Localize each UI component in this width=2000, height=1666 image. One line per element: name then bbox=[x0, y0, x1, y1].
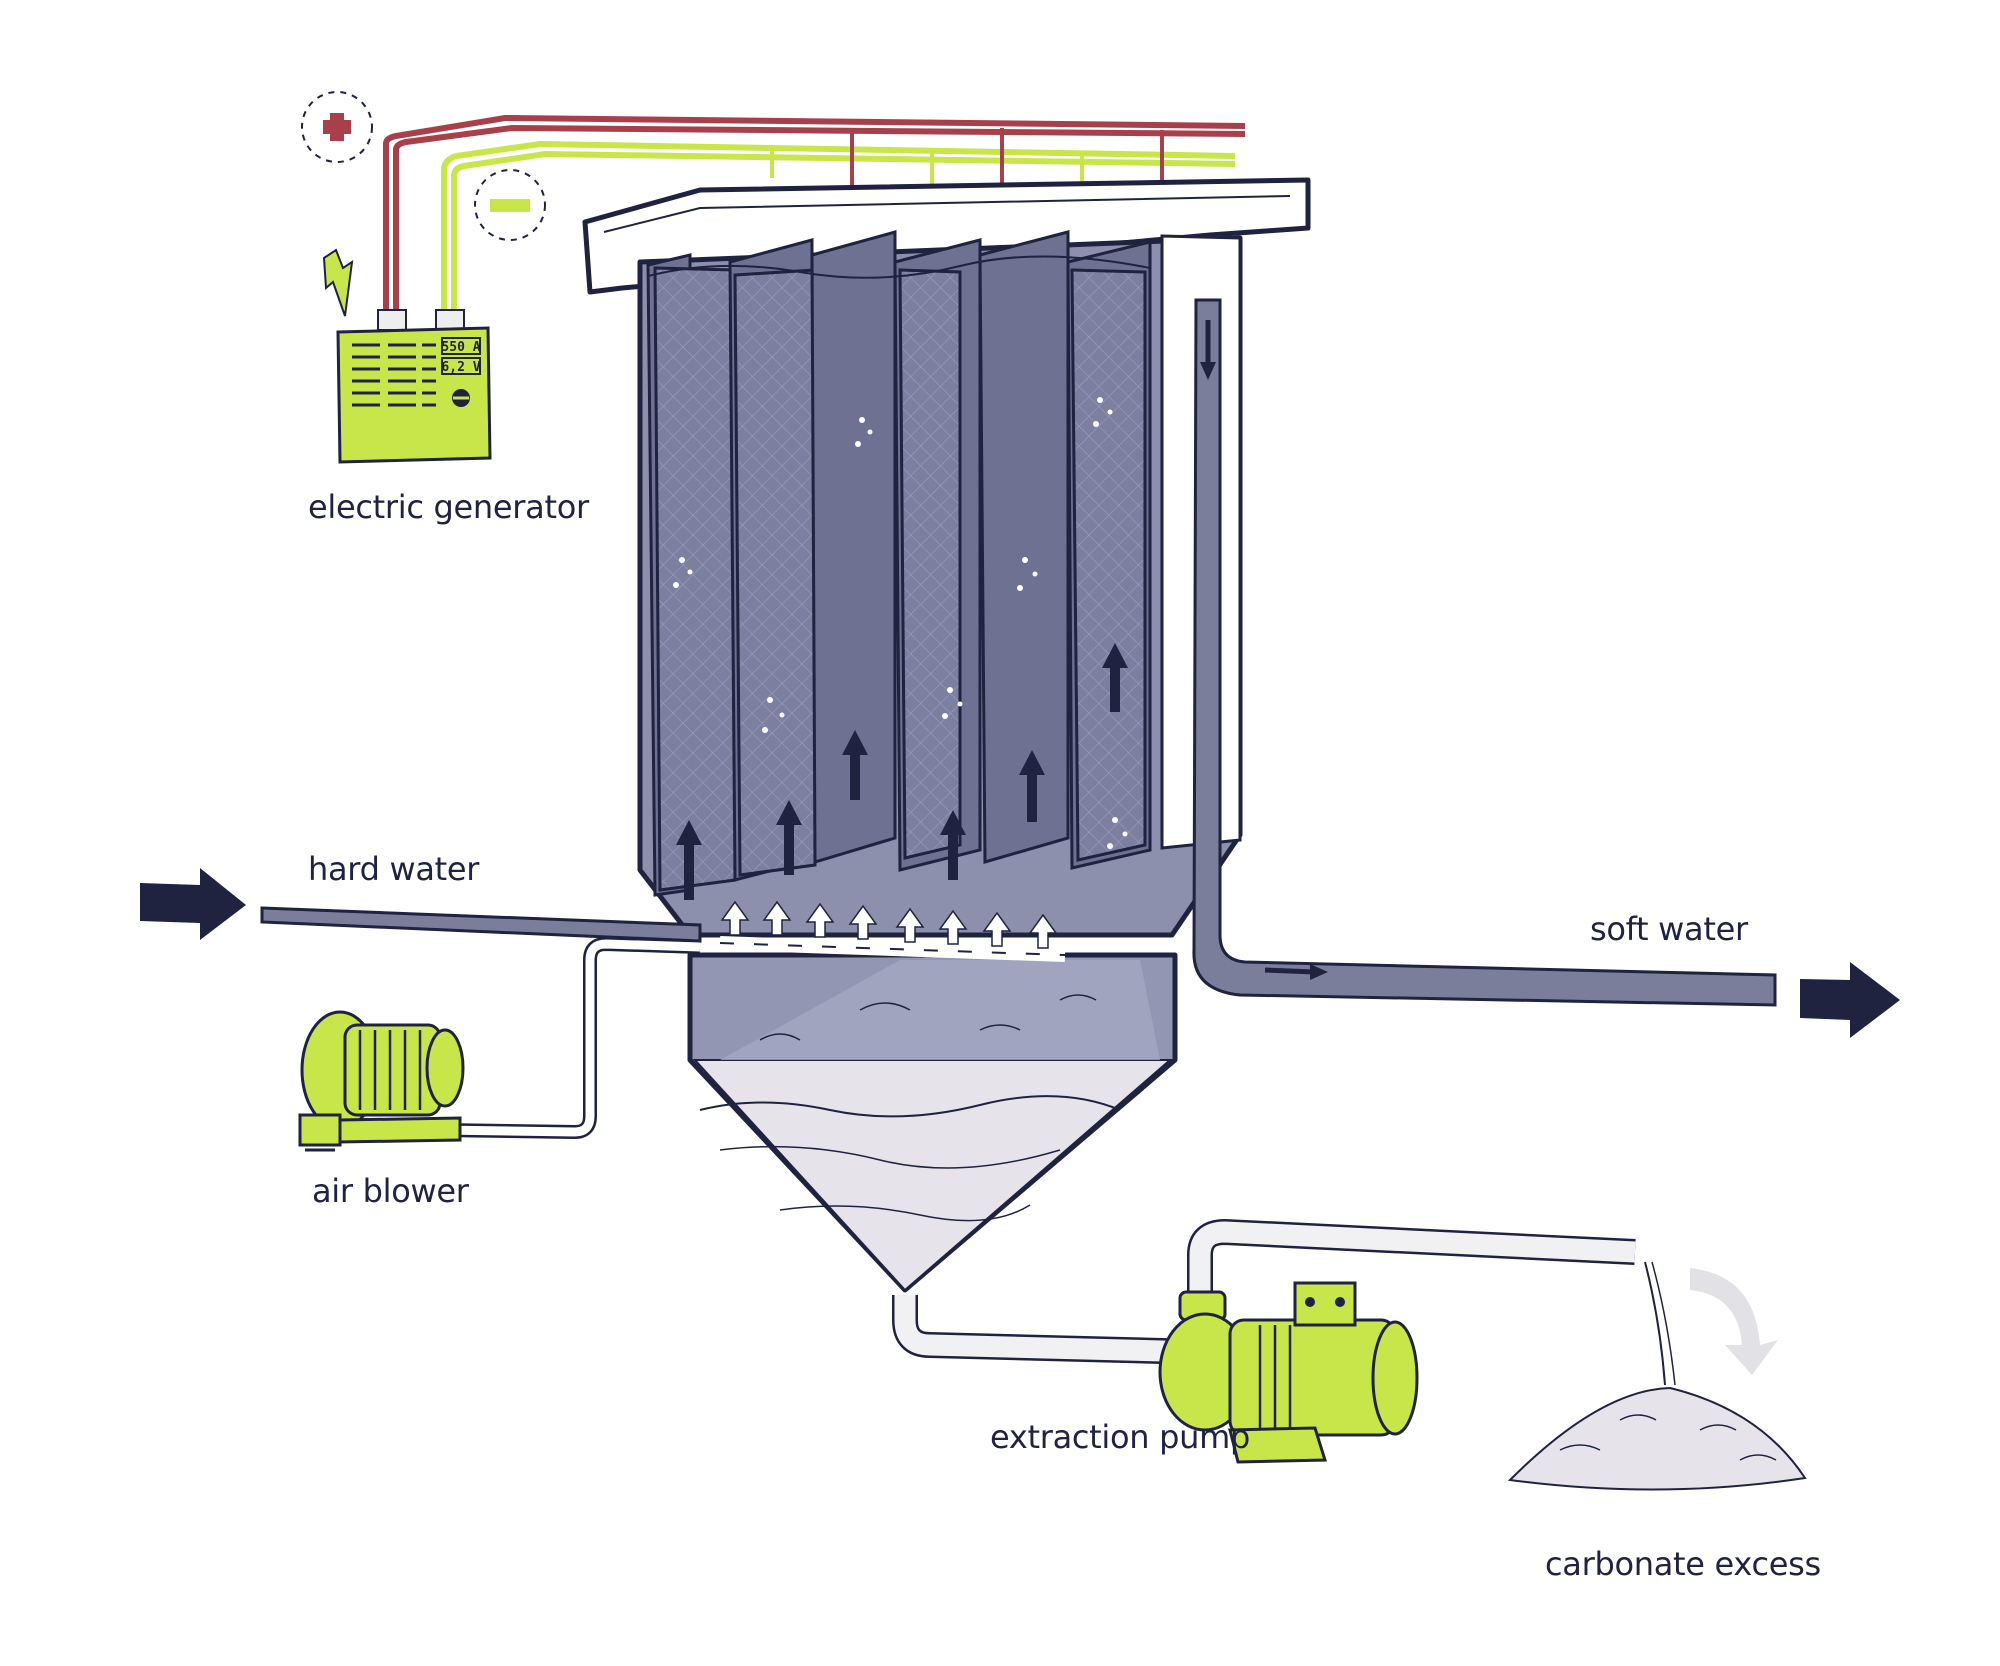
plus-icon bbox=[301, 91, 373, 163]
air-blower bbox=[298, 1010, 465, 1152]
hard-water-label: hard water bbox=[308, 850, 480, 888]
extraction-pump bbox=[1158, 1281, 1419, 1464]
air-supply-pipe bbox=[439, 937, 701, 1139]
hard-water-inlet-pipe bbox=[260, 906, 702, 943]
hard-water-arrow bbox=[140, 868, 246, 940]
electrode-plate bbox=[1066, 240, 1152, 870]
electrode-plate bbox=[978, 230, 1070, 864]
flow-arrow-icon bbox=[676, 643, 1128, 900]
voltage-readout: 6,2 V bbox=[441, 360, 480, 375]
air-blower-label: air blower bbox=[312, 1172, 469, 1210]
lightning-icon bbox=[322, 248, 354, 317]
electrode-plates bbox=[646, 230, 1152, 897]
electrode-plate bbox=[810, 230, 897, 865]
curved-arrow-icon bbox=[1690, 1268, 1778, 1375]
electrode-plate bbox=[728, 238, 817, 882]
gas-bubbles bbox=[673, 397, 1128, 849]
current-readout: 550 A bbox=[441, 340, 480, 355]
electric-generator: 550 A 6,2 V bbox=[336, 309, 492, 464]
air-diffuser bbox=[719, 900, 1066, 962]
extraction-pump-label: extraction pump bbox=[990, 1418, 1251, 1456]
electrode-plate bbox=[893, 238, 982, 872]
soft-water-arrow bbox=[1800, 962, 1900, 1038]
soft-water-label: soft water bbox=[1590, 910, 1748, 948]
soft-water-outlet-pipe bbox=[1192, 298, 1777, 1007]
carbonate-excess-label: carbonate excess bbox=[1545, 1545, 1821, 1583]
electric-generator-label: electric generator bbox=[308, 488, 589, 526]
minus-icon bbox=[474, 169, 546, 241]
negative-wire bbox=[441, 140, 1236, 318]
positive-wire bbox=[383, 114, 1246, 318]
sludge-extraction-pipe bbox=[892, 1218, 1636, 1365]
electrode-plate bbox=[646, 253, 737, 897]
carbonate-pile bbox=[1507, 1261, 1807, 1491]
